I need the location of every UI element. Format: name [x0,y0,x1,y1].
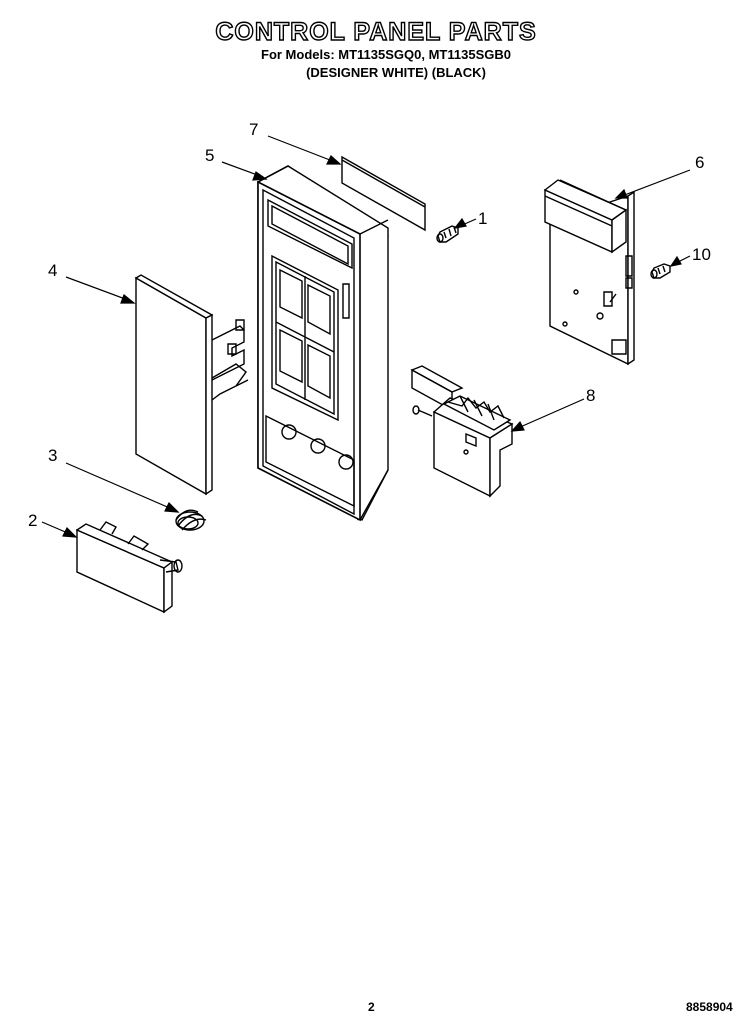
part-2-knob [77,522,182,612]
leader-arrow-3 [66,463,178,512]
leader-arrow-2 [42,522,76,537]
leader-arrows [42,136,690,537]
page-number: 2 [368,1000,375,1014]
part-5-control-panel-frame [258,166,388,520]
callout-7: 8 [586,386,596,405]
part-4-membrane-switch [136,275,248,494]
callout-2: 2 [28,511,38,530]
leader-arrow-7 [512,399,584,431]
leader-arrow-1 [455,219,476,228]
leader-arrow-4 [66,277,134,303]
leader-arrow-5 [222,162,266,180]
part-6-control-board [545,180,634,364]
callout-6: 6 [695,153,705,172]
leader-arrow-6 [616,170,690,198]
part-8-window-strip [342,157,425,230]
part-7-latch-assembly [412,366,512,496]
models-line: For Models: MT1135SGQ0, MT1135SGB0 [261,47,511,62]
part-3-knob-spring [176,510,206,530]
callout-5: 5 [205,146,215,165]
part-1-screw [437,226,458,242]
callout-1: 1 [478,209,488,228]
document-number: 8858904 [686,1000,733,1014]
page-title: CONTROL PANEL PARTS [215,17,537,46]
callout-3: 3 [48,446,58,465]
callout-4: 4 [48,261,58,280]
callout-10: 10 [692,245,711,264]
leader-arrow-10 [671,256,690,266]
variants-line: (DESIGNER WHITE) (BLACK) [306,65,486,80]
leader-arrow-8 [268,136,340,164]
callout-8: 7 [249,120,259,139]
part-10-screw [651,264,670,278]
